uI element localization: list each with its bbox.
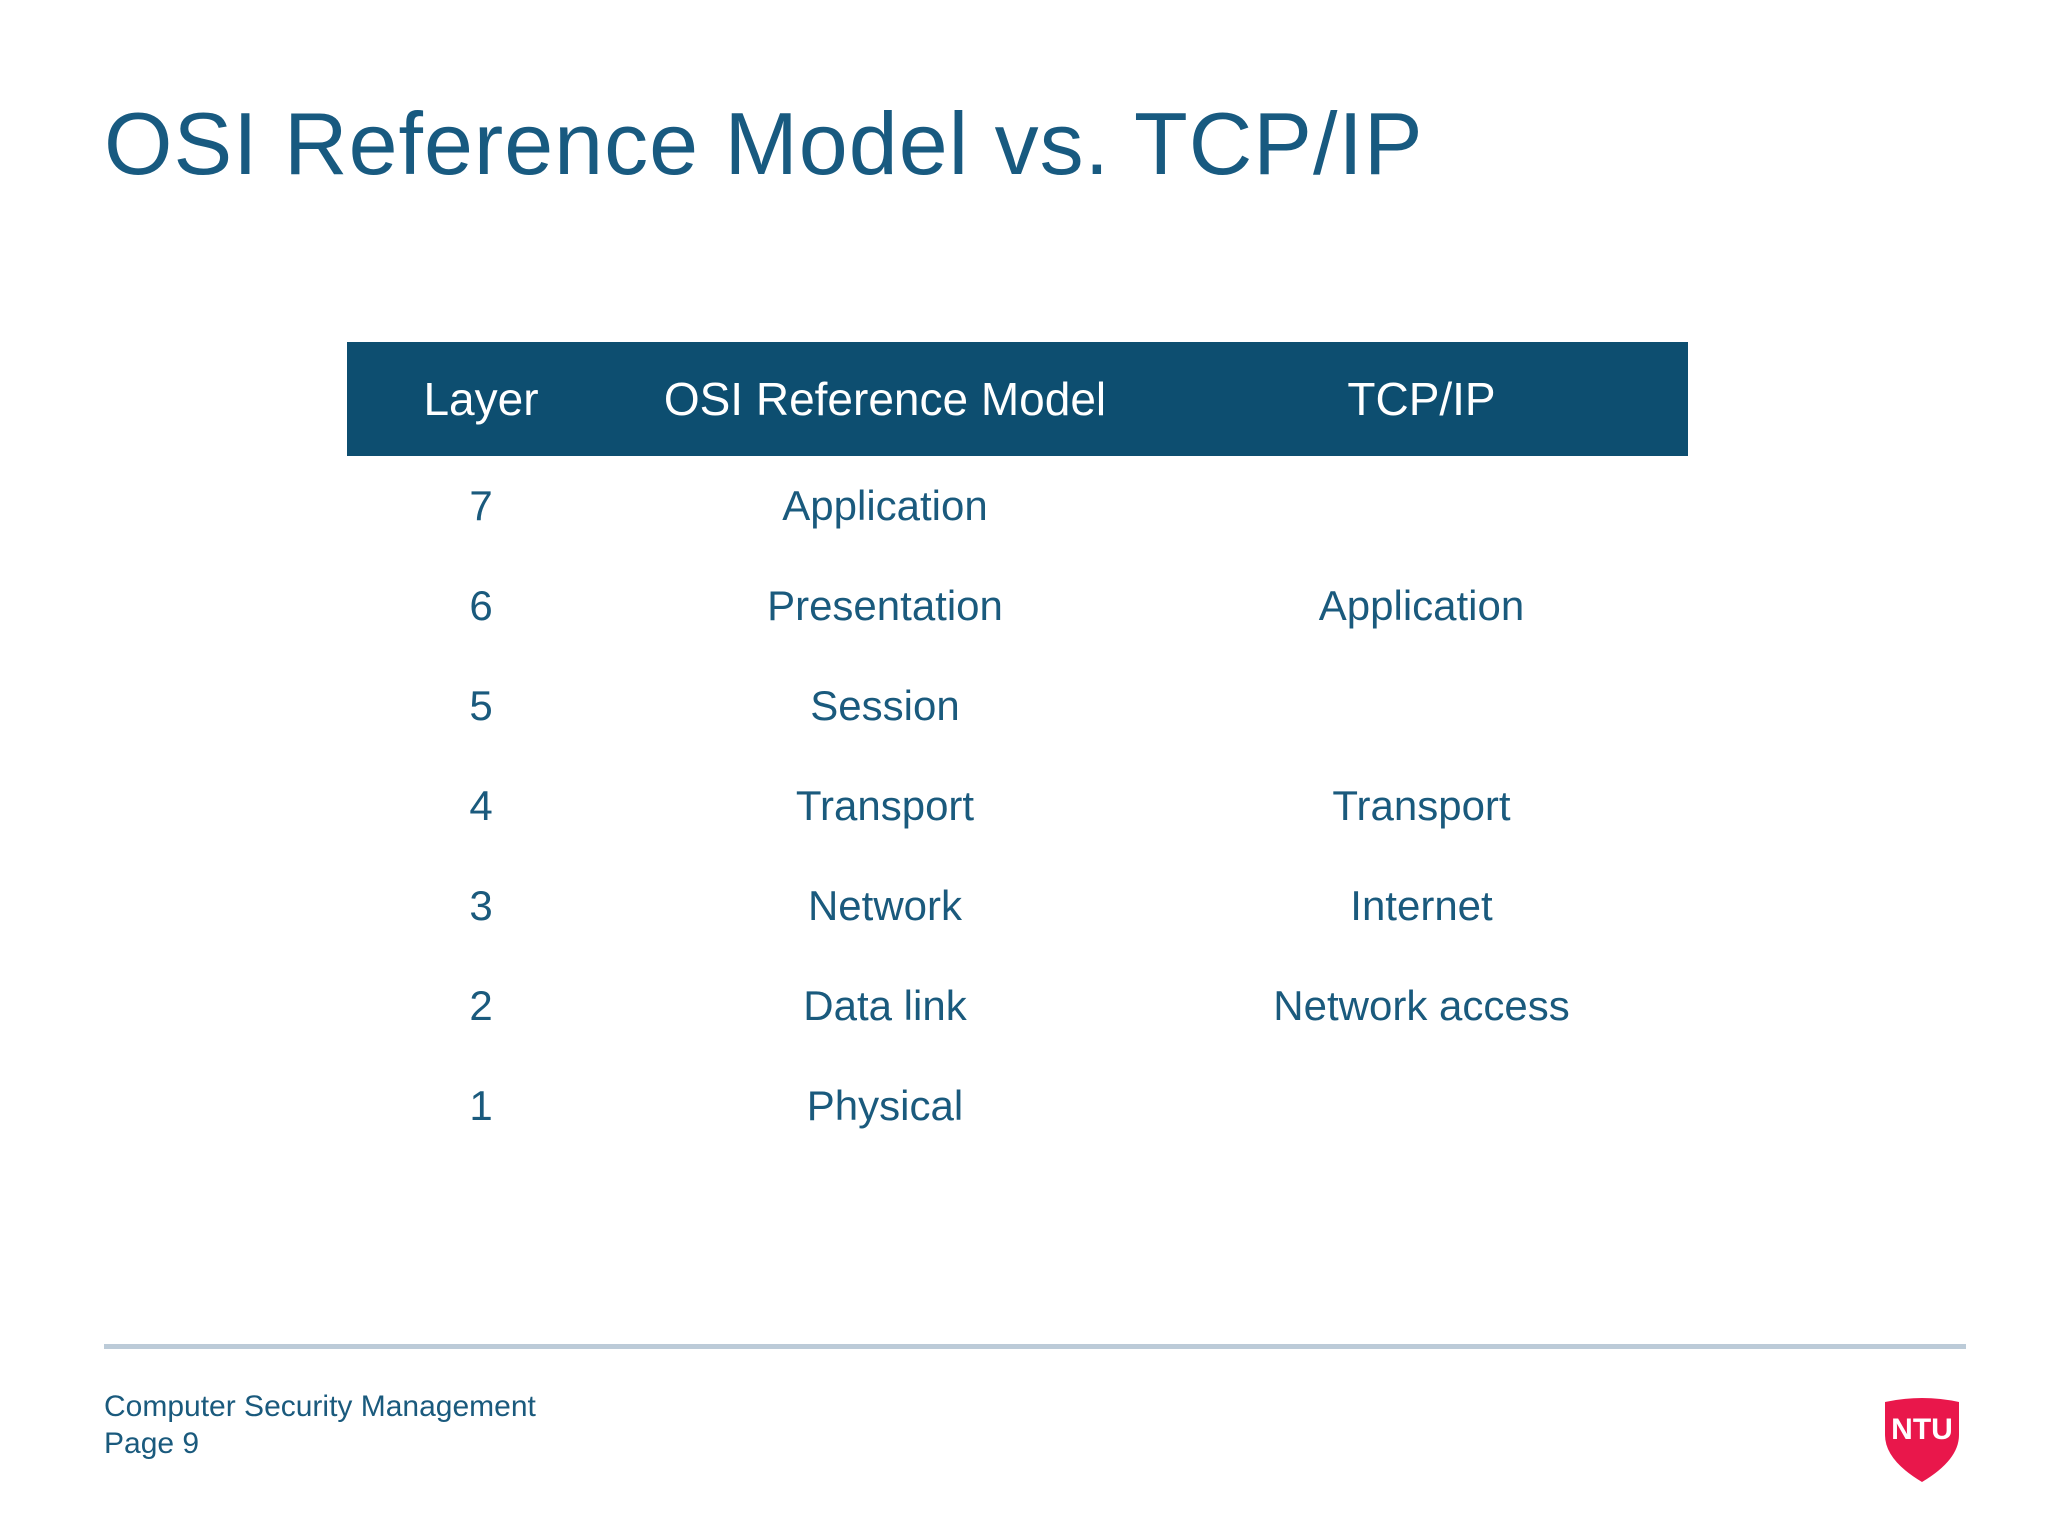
table-header-row: Layer OSI Reference Model TCP/IP [347, 342, 1688, 456]
osi-tcp-table: Layer OSI Reference Model TCP/IP 7 Appli… [347, 342, 1688, 1156]
table-cell-tcp: Network access [1273, 982, 1570, 1029]
table-cell-layer: 7 [469, 482, 493, 529]
table-cell-layer: 6 [469, 582, 493, 629]
footer-divider [104, 1344, 1966, 1349]
table-header-tcp: TCP/IP [1347, 373, 1496, 425]
table-cell-osi: Session [810, 682, 960, 729]
table-cell-tcp: Application [1318, 582, 1525, 629]
table-cell-layer: 3 [469, 882, 493, 929]
table-cell-osi: Transport [795, 782, 975, 829]
table-cell-osi: Network [807, 882, 963, 929]
table-cell-layer: 1 [469, 1082, 493, 1129]
ntu-logo-text: NTU [1891, 1413, 1953, 1446]
table-cell-tcp: Transport [1332, 782, 1511, 829]
table-cell-tcp: Internet [1350, 882, 1493, 929]
table-cell-osi: Presentation [767, 582, 1003, 629]
table-row: 2 Data link Network access [347, 956, 1688, 1056]
table-row: 3 Network Internet [347, 856, 1688, 956]
ntu-logo: NTU [1884, 1393, 1960, 1483]
table-cell-layer: 2 [469, 982, 493, 1029]
table-header-osi: OSI Reference Model [663, 373, 1107, 425]
table-row: 1 Physical [347, 1056, 1688, 1156]
table-cell-osi: Application [782, 482, 988, 529]
table-row: 6 Presentation Application [347, 556, 1688, 656]
slide-footer: Computer Security Management Page 9 [104, 1388, 536, 1462]
table-cell-layer: 5 [469, 682, 493, 729]
table-cell-osi: Physical [806, 1082, 964, 1129]
footer-course-title: Computer Security Management [104, 1390, 536, 1423]
page-title: OSI Reference Model vs. TCP/IP [104, 94, 1424, 193]
table-cell-osi: Data link [803, 982, 967, 1029]
table-body: 7 Application 6 Presentation Application… [347, 456, 1688, 1156]
table-row: 5 Session [347, 656, 1688, 756]
footer-page-number: Page 9 [104, 1427, 200, 1460]
table-header-layer: Layer [423, 373, 539, 425]
shield-icon [1885, 1398, 1959, 1482]
table-row: 4 Transport Transport [347, 756, 1688, 856]
table-row: 7 Application [347, 456, 1688, 556]
table-cell-layer: 4 [469, 782, 493, 829]
